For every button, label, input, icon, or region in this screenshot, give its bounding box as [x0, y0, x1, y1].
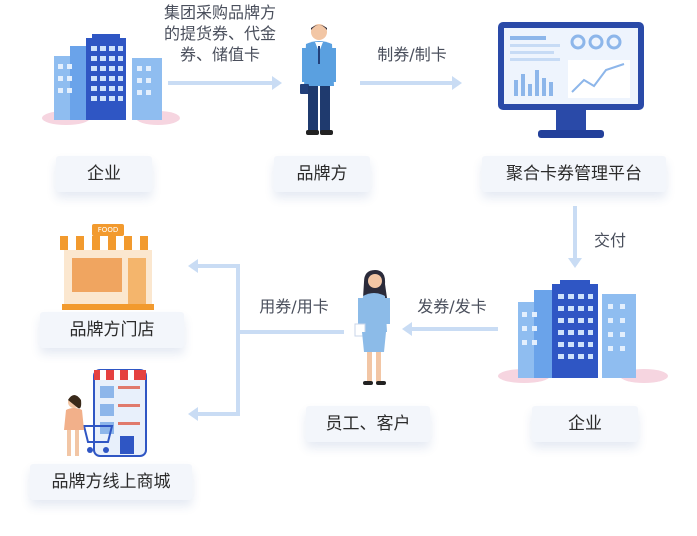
node-staff-customers: 员工、客户	[306, 406, 430, 442]
brand-online-mall-icon	[56, 364, 156, 462]
arrow-platform-to-enterprise	[568, 206, 582, 268]
brand-person-icon	[298, 22, 340, 140]
arrow-enterprise-to-brand	[168, 76, 282, 90]
arrow-brand-to-platform	[360, 76, 462, 90]
edge-label-issue-cards: 发券/发卡	[417, 297, 487, 316]
edge-label-deliver: 交付	[593, 231, 626, 250]
edge-label-purchase-line3: 券、储值卡	[179, 45, 260, 64]
node-brand-store: 品牌方门店	[40, 312, 184, 348]
brand-store-icon: FOOD	[56, 222, 160, 310]
edge-label-purchase-line1: 集团采购品牌方	[163, 3, 276, 22]
store-sign-text: FOOD	[97, 226, 119, 234]
node-enterprise-bottom: 企业	[532, 406, 638, 442]
arrow-staff-to-store-and-mall	[188, 258, 344, 422]
edge-label-use-cards: 用券/用卡	[259, 297, 329, 316]
edge-label-make-cards: 制券/制卡	[377, 45, 447, 64]
node-brand: 品牌方	[274, 156, 370, 192]
enterprise-top-building-icon	[40, 34, 180, 126]
node-enterprise-top: 企业	[56, 156, 152, 192]
edge-label-purchase-line2: 的提货券、代金	[163, 24, 276, 43]
node-platform: 聚合卡券管理平台	[482, 156, 666, 192]
node-brand-mall: 品牌方线上商城	[30, 464, 192, 500]
platform-monitor-icon	[496, 20, 646, 144]
arrow-enterprise-to-staff	[402, 322, 498, 336]
enterprise-bottom-building-icon	[498, 280, 668, 384]
edge-label-purchase: 集团采购品牌方 的提货券、代金 券、储值卡	[148, 2, 292, 65]
staff-customer-person-icon	[354, 270, 394, 388]
